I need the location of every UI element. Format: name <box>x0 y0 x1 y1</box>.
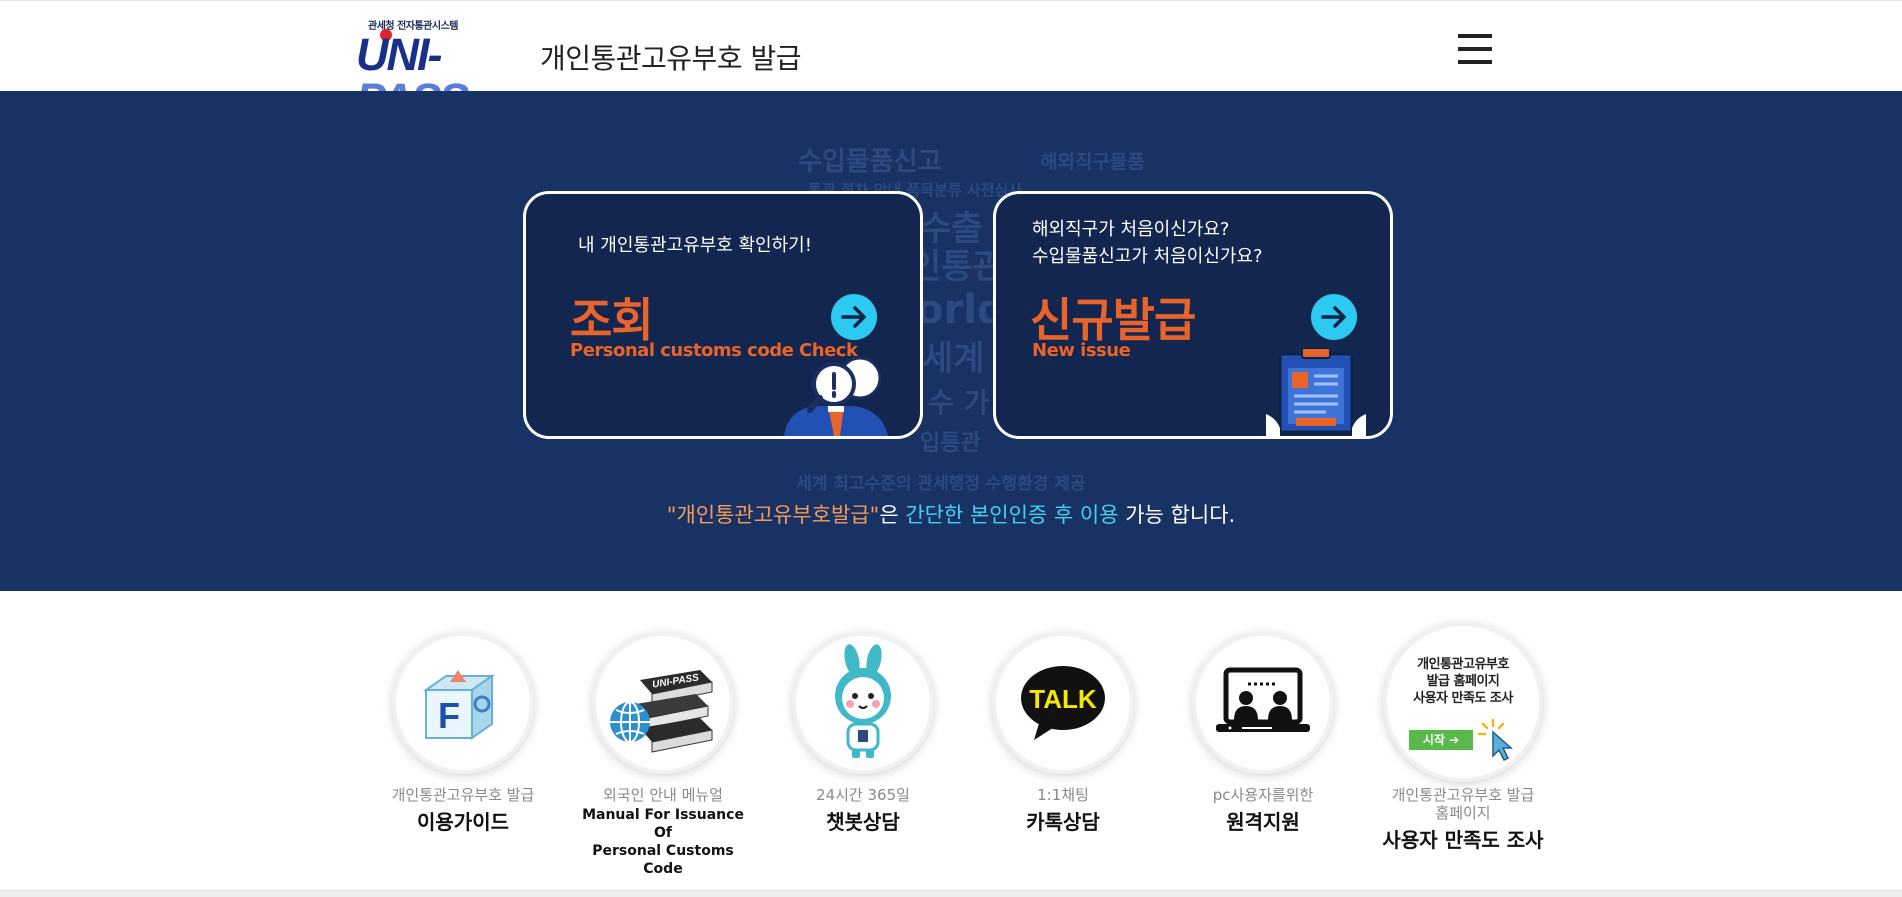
check-card[interactable]: 내 개인통관고유부호 확인하기! 조회 Personal customs cod… <box>523 191 923 439</box>
survey-title: 사용자 만족도 조사 <box>1382 828 1544 852</box>
survey-circle-line1: 개인통관고유부호 <box>1417 657 1509 672</box>
notice-text-a: 은 <box>879 503 906 527</box>
person-search-icon <box>784 356 888 436</box>
menu-hamburger-icon[interactable] <box>1458 34 1492 64</box>
survey-start-label: 시작 <box>1422 733 1445 747</box>
logo-dot-icon <box>380 29 392 41</box>
guide-link[interactable]: F 개인통관고유부호 발급 이용가이드 <box>373 636 553 835</box>
survey-start-button[interactable]: 시작 ➔ <box>1409 730 1473 750</box>
clipboard-document-icon <box>1266 348 1366 436</box>
survey-circle-line3: 사용자 만족도 조사 <box>1413 691 1513 706</box>
manual-link[interactable]: UNI-PASS 외국인 안내 메뉴얼 Manual For Issuance … <box>573 636 753 878</box>
kakao-title: 카톡상담 <box>1026 810 1100 834</box>
new-issue-card-english: New issue <box>1032 340 1131 361</box>
logo-caption: 관세청 전자통관시스템 <box>368 21 458 32</box>
chatbot-link[interactable]: 24시간 365일 챗봇상담 <box>773 636 953 835</box>
cursor-click-icon <box>1477 718 1513 762</box>
notice-text-b: 가능 합니다. <box>1118 503 1236 527</box>
new-issue-card-title: 신규발급 <box>1030 293 1196 347</box>
chatbot-circle[interactable] <box>796 636 930 770</box>
chatbot-title: 챗봇상담 <box>826 810 900 834</box>
survey-circle-line2: 발급 홈페이지 <box>1426 674 1500 689</box>
manual-subtitle: 외국인 안내 메뉴얼 <box>603 786 723 804</box>
rabbit-chatbot-icon <box>835 644 891 758</box>
auth-notice: "개인통관고유부호발급"은 간단한 본인인증 후 이용 가능 합니다. <box>0 499 1902 529</box>
quick-links: F 개인통관고유부호 발급 이용가이드 UNI-PASS 외국인 안내 <box>0 591 1902 891</box>
remote-support-laptop-icon <box>1216 667 1310 732</box>
manual-title-line1: Manual For Issuance Of <box>582 807 744 841</box>
new-issue-card[interactable]: 해외직구가 처음이신가요? 수입물품신고가 처음이신가요? 신규발급 New i… <box>993 191 1393 439</box>
kakao-bubble-text: TALK <box>1029 684 1097 714</box>
manual-circle[interactable]: UNI-PASS <box>596 636 730 770</box>
notice-service-name: "개인통관고유부호발급" <box>666 503 880 527</box>
site-title: 개인통관고유부호 발급 <box>540 42 802 75</box>
new-issue-subtitle-line2: 수입물품신고가 처음이신가요? <box>1032 246 1263 267</box>
kakao-talk-icon: TALK <box>1021 666 1105 740</box>
kakao-subtitle: 1:1채팅 <box>1037 786 1089 804</box>
remote-subtitle: pc사용자를위한 <box>1212 786 1314 804</box>
survey-circle[interactable]: 개인통관고유부호 발급 홈페이지 사용자 만족도 조사 시작 ➔ <box>1387 626 1539 778</box>
footer-divider <box>0 889 1902 897</box>
survey-subtitle-line2: 홈페이지 <box>1435 804 1491 822</box>
check-arrow-icon[interactable] <box>831 294 877 340</box>
guide-subtitle: 개인통관고유부호 발급 <box>391 786 535 804</box>
check-card-english: Personal customs code Check <box>570 340 858 361</box>
kakao-circle[interactable]: TALK <box>996 636 1130 770</box>
logo-wordmark-uni: UNI- <box>356 29 442 80</box>
hero-section: 수입물품신고 해외직구물품 통관 절차 안내 품목분류 사전심사 수출 인통관 … <box>0 91 1902 591</box>
faq-cube-icon: F <box>422 670 496 740</box>
check-card-title: 조회 <box>570 293 654 347</box>
new-issue-card-subtitle: 해외직구가 처음이신가요? 수입물품신고가 처음이신가요? <box>1032 216 1263 270</box>
word-cloud-decoration: 수입물품신고 <box>798 147 942 177</box>
remote-title: 원격지원 <box>1226 810 1300 834</box>
remote-link[interactable]: pc사용자를위한 원격지원 <box>1173 636 1353 835</box>
unipass-logo[interactable]: 관세청 전자통관시스템 UNI-PASS <box>356 15 532 122</box>
survey-link[interactable]: 개인통관고유부호 발급 홈페이지 사용자 만족도 조사 시작 ➔ 개인통관고유부… <box>1373 626 1553 853</box>
guide-title: 이용가이드 <box>417 810 509 834</box>
header: 관세청 전자통관시스템 UNI-PASS 개인통관고유부호 발급 <box>0 0 1902 122</box>
guide-circle[interactable]: F <box>396 636 530 770</box>
survey-subtitle-line1: 개인통관고유부호 발급 <box>1391 786 1535 804</box>
books-globe-icon: UNI-PASS <box>610 670 713 753</box>
notice-highlight: 간단한 본인인증 후 이용 <box>905 503 1119 527</box>
remote-circle[interactable] <box>1196 636 1330 770</box>
kakao-link[interactable]: TALK 1:1채팅 카톡상담 <box>973 636 1153 835</box>
new-issue-arrow-icon[interactable] <box>1311 294 1357 340</box>
check-card-subtitle: 내 개인통관고유부호 확인하기! <box>578 235 812 256</box>
new-issue-subtitle-line1: 해외직구가 처음이신가요? <box>1032 219 1230 240</box>
manual-title-line2: Personal Customs Code <box>592 843 734 877</box>
svg-text:F: F <box>438 695 460 736</box>
chatbot-subtitle: 24시간 365일 <box>816 786 910 804</box>
